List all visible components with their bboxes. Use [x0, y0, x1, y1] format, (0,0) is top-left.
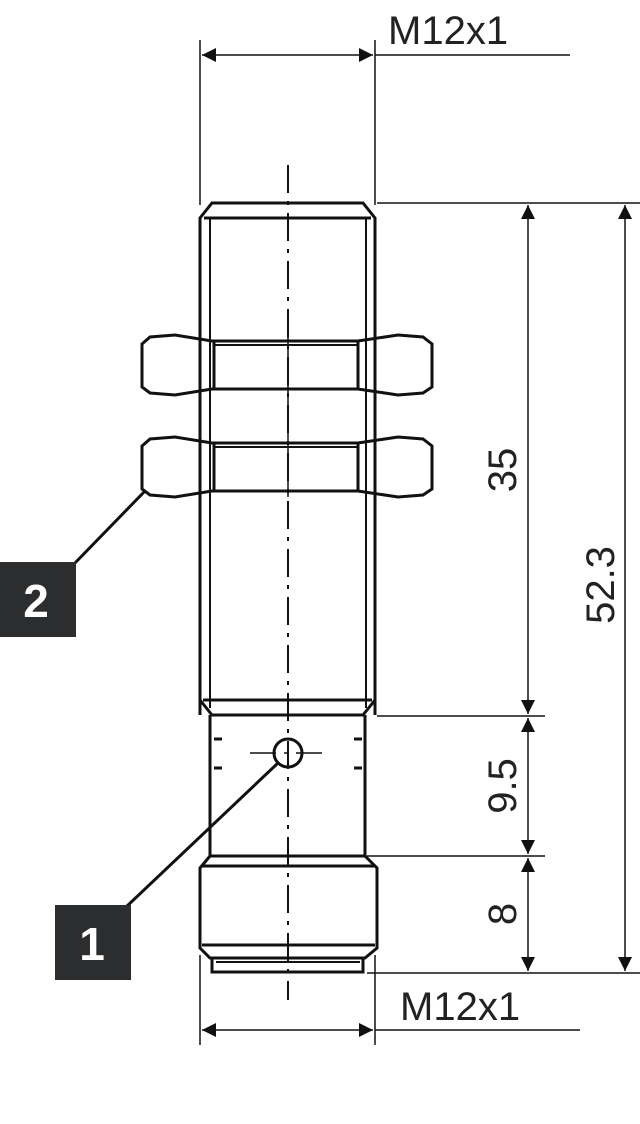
dim-52-3: 52.3	[579, 546, 623, 624]
right-dimensions: 35 9.5 8 52.3	[367, 202, 640, 974]
dim-9-5: 9.5	[481, 758, 525, 814]
dim-35: 35	[481, 448, 525, 493]
lock-nut-lower	[140, 435, 434, 499]
callout-2: 2	[0, 489, 147, 637]
callout-1-number: 1	[79, 918, 105, 970]
threaded-body	[198, 201, 377, 717]
callout-1: 1	[55, 761, 280, 980]
top-thread-label: M12x1	[388, 9, 508, 53]
top-thread-dimension: M12x1	[199, 9, 570, 205]
bottom-thread-label: M12x1	[400, 985, 520, 1029]
bottom-thread-dimension: M12x1	[199, 955, 580, 1045]
lock-nut-upper	[140, 333, 434, 397]
callout-2-number: 2	[23, 575, 49, 627]
connector-thread	[198, 854, 379, 974]
dim-8: 8	[481, 903, 525, 925]
middle-section	[208, 715, 367, 856]
